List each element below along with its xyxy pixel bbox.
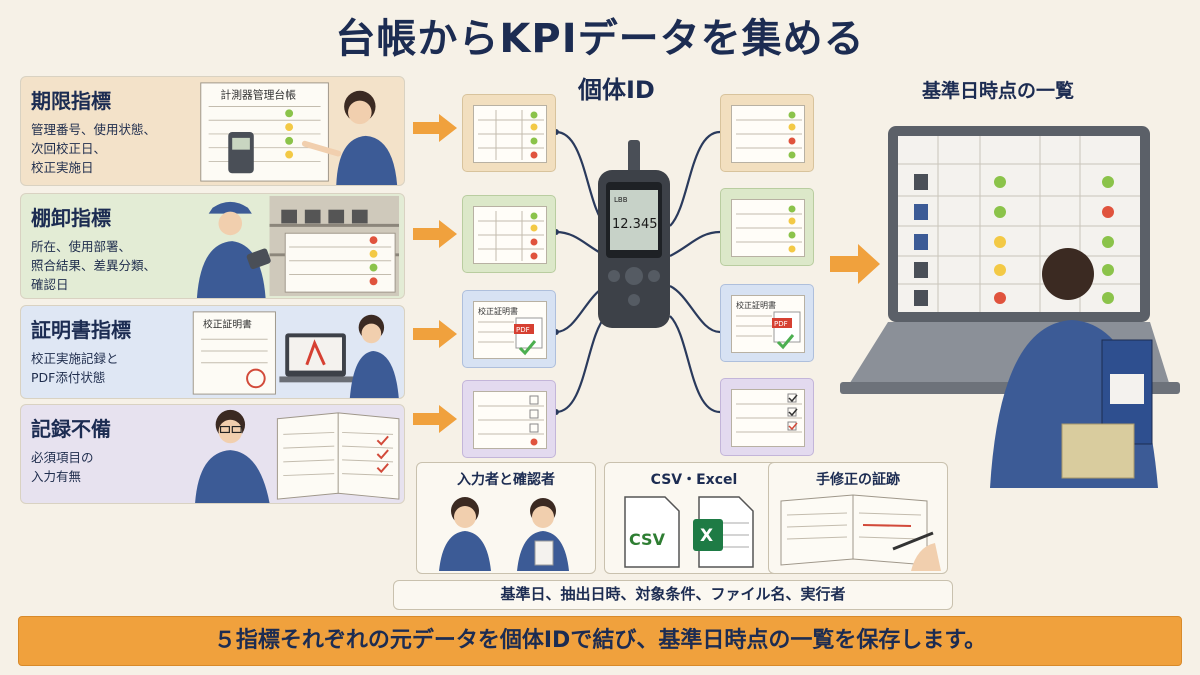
reference-date-list-label: 基準日時点の一覧 [922, 80, 1075, 102]
box-title: 入力者と確認者 [457, 472, 555, 488]
status-table-icon [478, 110, 544, 160]
indicator-description: 管理番号、使用状態、 次回校正日、 校正実施日 [31, 122, 157, 175]
individual-id-label: 個体ID [578, 76, 655, 104]
arrow-right-icon [413, 320, 457, 348]
edited-book-icon [780, 494, 941, 571]
indicator-card-deadline: 期限指標 管理番号、使用状態、 次回校正日、 校正実施日 計測器管理台帳 [20, 76, 405, 186]
warehouse-scanning-illustration [196, 195, 400, 298]
indicator-description: 所在、使用部署、 照合結果、差異分類、 確認日 [31, 239, 157, 292]
linked-certificate-sheet: 校正証明書 PDF [720, 284, 814, 362]
indicator-card-inventory: 棚卸指標 所在、使用部署、 照合結果、差異分類、 確認日 [20, 193, 405, 299]
box-title: CSV・Excel [650, 472, 738, 488]
ledger-board-label: 計測器管理台帳 [220, 88, 296, 102]
svg-text:校正証明書: 校正証明書 [478, 306, 518, 316]
linked-checklist-sheet [720, 378, 814, 456]
certificate-pdf-illustration: 校正証明書 [192, 311, 399, 398]
page-title: 台帳からKPIデータを集める [335, 16, 865, 62]
indicator-description: 校正実施記録と PDF添付状態 [31, 351, 119, 385]
arrow-right-icon [830, 244, 880, 284]
pdf-document-icon: 校正証明書 PDF [478, 306, 543, 356]
svg-text:PDF: PDF [516, 326, 530, 334]
csv-excel-box: CSV・Excel CSV X [604, 462, 784, 574]
certificate-label: 校正証明書 [203, 318, 252, 331]
indicator-title: 記録不備 [31, 417, 111, 441]
indicator-description: 必須項目の 入力有無 [31, 450, 94, 484]
linked-record-sheet [720, 94, 814, 172]
indicator-title: 棚卸指標 [31, 206, 111, 230]
manual-correction-box: 手修正の証跡 [768, 462, 948, 574]
ledger-checking-illustration: 計測器管理台帳 [200, 82, 398, 185]
svg-text:PDF: PDF [774, 320, 788, 328]
pdf-document-icon: 校正証明書 PDF [736, 300, 801, 350]
export-metadata-bar: 基準日、抽出日時、対象条件、ファイル名、実行者 [393, 580, 953, 610]
excel-file-label: X [700, 526, 713, 546]
csv-file-label: CSV [629, 530, 666, 549]
status-table-icon [736, 205, 802, 253]
box-title: 手修正の証跡 [816, 472, 900, 488]
measuring-device-icon: LBB 12.345 [598, 140, 670, 328]
indicator-card-missing-records: 記録不備 必須項目の 入力有無 [20, 404, 405, 504]
device-unit: LBB [614, 196, 628, 204]
indicator-title: 証明書指標 [31, 318, 131, 342]
status-table-icon [478, 211, 544, 261]
indicator-title: 期限指標 [31, 89, 111, 113]
arrow-right-icon [413, 114, 457, 142]
device-reading: 12.345 [612, 217, 658, 232]
record-book-illustration [195, 409, 400, 503]
certificate-pdf-sheet: 校正証明書 PDF [462, 290, 556, 368]
laptop-list-illustration [840, 126, 1180, 488]
linked-record-sheet [720, 188, 814, 266]
checklist-sheet [462, 380, 556, 458]
source-record-sheet [462, 94, 556, 172]
status-table-icon [736, 111, 802, 159]
checklist-icon [736, 393, 802, 433]
indicator-card-certificate: 証明書指標 校正実施記録と PDF添付状態 校正証明書 [20, 305, 405, 399]
source-record-sheet [462, 195, 556, 273]
csv-excel-file-icons: CSV X [624, 496, 754, 568]
svg-text:校正証明書: 校正証明書 [736, 300, 776, 310]
summary-banner: ５指標それぞれの元データを個体IDで結び、基準日時点の一覧を保存します。 [18, 616, 1182, 666]
two-people-icon [439, 497, 569, 571]
arrow-right-icon [413, 405, 457, 433]
arrow-right-icon [413, 220, 457, 248]
checklist-icon [478, 395, 544, 446]
input-confirmer-box: 入力者と確認者 [416, 462, 596, 574]
